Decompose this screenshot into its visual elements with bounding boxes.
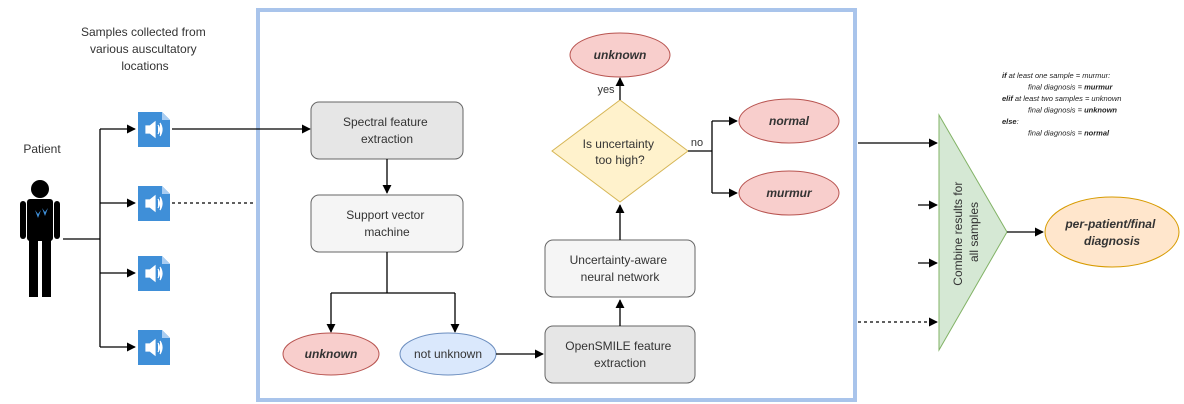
audio-file-icon: [138, 186, 170, 221]
no-label: no: [691, 137, 703, 149]
rule-line: else:: [1002, 117, 1019, 126]
combination-rules: if at least one sample = murmur: final di…: [1002, 71, 1121, 138]
combine-label: Combine results for all samples: [951, 178, 981, 285]
rule-result: normal: [1084, 129, 1110, 138]
nn-label: Uncertainty-aware neural network: [570, 253, 671, 284]
rule-text: at least one sample = murmur:: [1007, 71, 1111, 80]
rule-line: final diagnosis = normal: [1028, 129, 1110, 138]
samples-caption-line-1: Samples collected from: [81, 25, 206, 39]
rule-line: if at least one sample = murmur:: [1002, 71, 1110, 80]
samples-caption-line-2: various auscultatory: [90, 42, 197, 56]
opensmile-box: [544, 325, 696, 384]
rule-text: final diagnosis =: [1028, 129, 1084, 138]
rule-text: at least two samples = unknown: [1013, 94, 1122, 103]
svm-box: [310, 194, 464, 253]
rule-keyword: else: [1002, 117, 1017, 126]
combine-inputs: [858, 138, 938, 327]
rule-line: final diagnosis = unknown: [1028, 106, 1117, 115]
decision-no-connector: [688, 116, 738, 198]
nn-box: [544, 239, 696, 298]
spectral-feature-label: Spectral feature extraction: [343, 115, 431, 146]
patient-connectors: [63, 124, 136, 352]
samples-caption: Samples collected from various auscultat…: [81, 25, 209, 73]
rule-line: elif at least two samples = unknown: [1002, 94, 1121, 103]
audio-file-icon: [138, 330, 170, 365]
person-icon: [20, 180, 60, 297]
final-diagnosis-node: [1044, 196, 1180, 268]
not-unknown-label: not unknown: [414, 347, 482, 361]
combine-results-node: [938, 113, 1008, 352]
samples-caption-line-3: locations: [121, 59, 168, 73]
normal-label: normal: [769, 114, 810, 128]
rule-result: unknown: [1084, 106, 1117, 115]
unknown-top-label: unknown: [594, 48, 647, 62]
unknown-top-node: [569, 32, 671, 78]
svm-split-connector: [326, 252, 460, 333]
rule-text: final diagnosis =: [1028, 83, 1084, 92]
yes-label: yes: [597, 84, 615, 96]
patient-label: Patient: [23, 142, 61, 156]
svm-label: Support vector machine: [346, 208, 427, 239]
unknown-svm-node: [282, 332, 380, 376]
unknown-svm-label: unknown: [305, 347, 358, 361]
murmur-label: murmur: [766, 186, 813, 200]
audio-file-icon: [138, 256, 170, 291]
rule-text: final diagnosis =: [1028, 106, 1084, 115]
decision-label: Is uncertainty too high?: [583, 137, 658, 167]
uncertainty-decision: [551, 99, 689, 203]
rule-text: :: [1017, 117, 1019, 126]
murmur-node: [738, 170, 840, 216]
rule-keyword: if: [1002, 71, 1008, 80]
rule-result: murmur: [1084, 83, 1113, 92]
normal-node: [738, 98, 840, 144]
rule-line: final diagnosis = murmur: [1028, 83, 1113, 92]
final-diagnosis-label: per-patient/final diagnosis: [1064, 217, 1158, 248]
opensmile-label: OpenSMILE feature extraction: [565, 339, 674, 370]
rule-keyword: elif: [1002, 94, 1014, 103]
spectral-feature-box: [310, 101, 464, 160]
audio-file-icon: [138, 112, 170, 147]
